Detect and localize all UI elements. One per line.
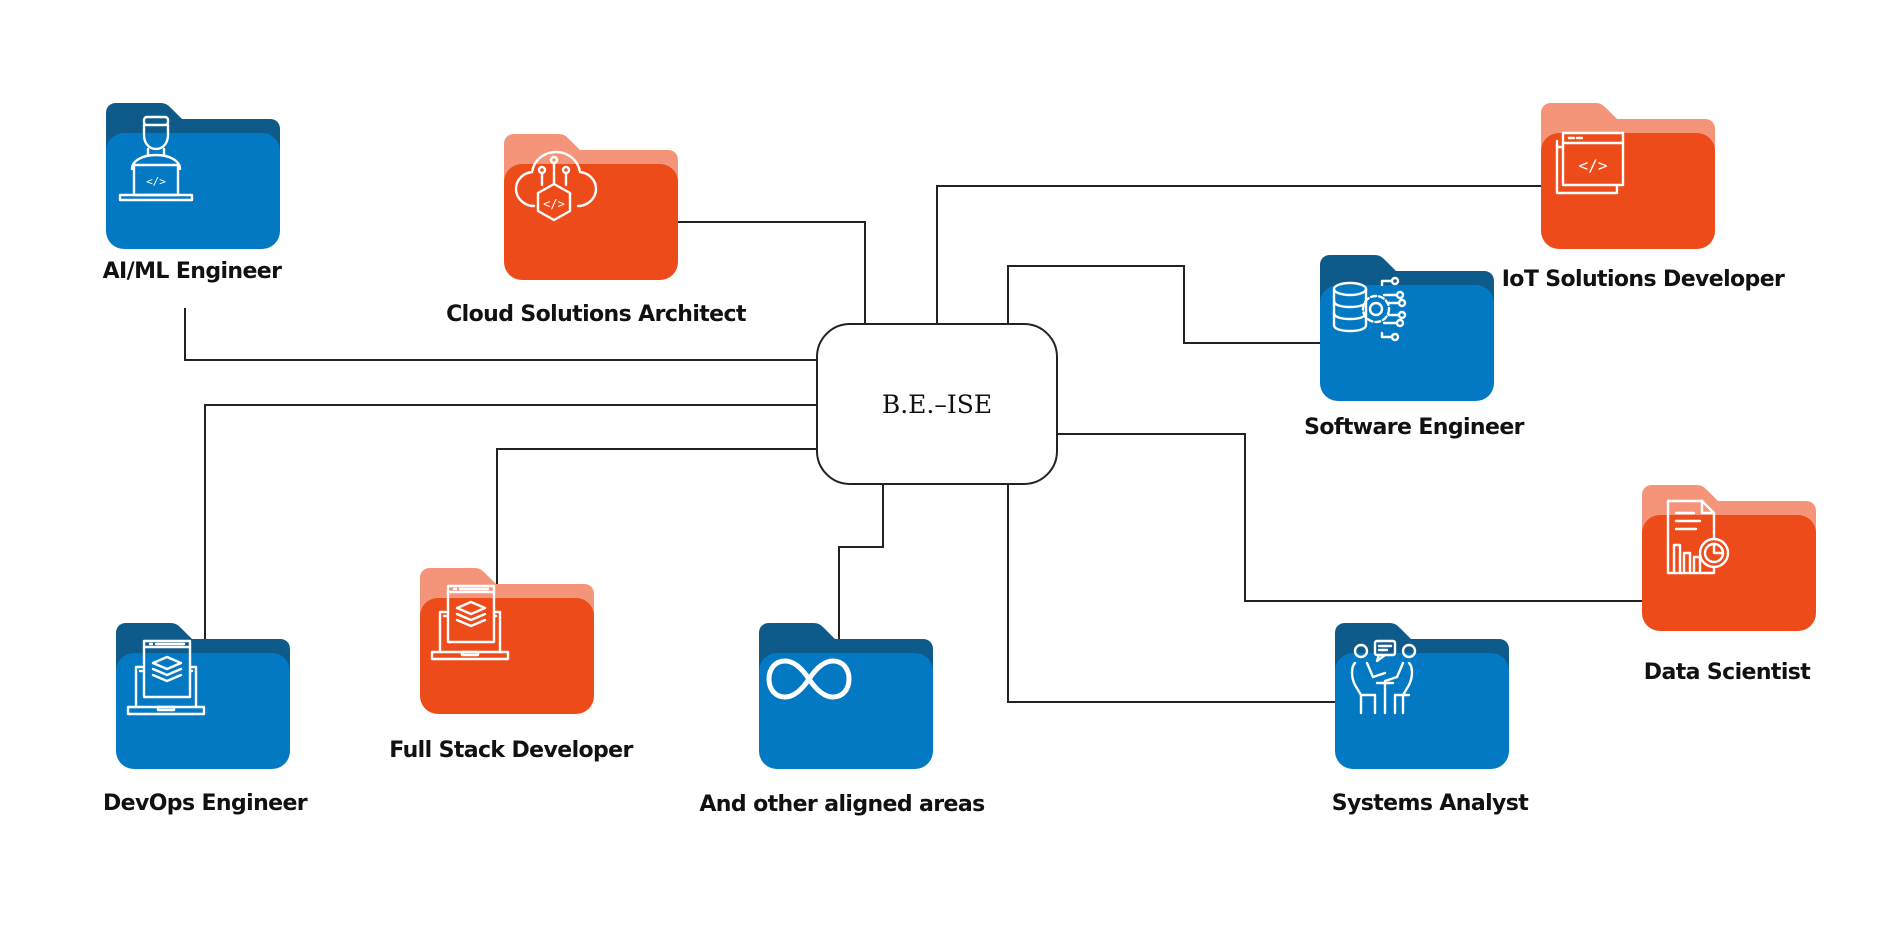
- svg-text:</>: </>: [146, 175, 166, 188]
- infinity-icon: [766, 658, 852, 700]
- connector-other: [838, 483, 884, 652]
- node-ai-ml[interactable]: </>: [106, 103, 280, 249]
- svg-text:</>: </>: [1579, 156, 1608, 175]
- node-devops[interactable]: [116, 623, 290, 769]
- label-systems: Systems Analyst: [1331, 791, 1529, 816]
- developer-laptop-icon: </>: [118, 115, 194, 202]
- folder-icon: [1642, 485, 1816, 631]
- connector-systems: [1007, 483, 1335, 703]
- connector-devops: [204, 404, 816, 652]
- connector-fullstack: [496, 448, 816, 596]
- center-label: B.E.–ISE: [881, 389, 993, 419]
- folder-icon: [504, 134, 678, 280]
- label-devops: DevOps Engineer: [102, 791, 308, 816]
- label-iot: IoT Solutions Developer: [1501, 267, 1785, 292]
- label-software: Software Engineer: [1304, 415, 1524, 440]
- node-fullstack[interactable]: [420, 568, 594, 714]
- label-data: Data Scientist: [1643, 660, 1811, 685]
- laptop-layers-icon: [430, 584, 510, 661]
- connector-cloud: [671, 221, 866, 323]
- node-iot[interactable]: </>: [1541, 103, 1715, 249]
- meeting-icon: [1350, 639, 1417, 715]
- cloud-code-icon: </>: [514, 150, 598, 222]
- connector-software: [1007, 265, 1320, 344]
- label-cloud: Cloud Solutions Architect: [446, 302, 746, 327]
- connector-ai-ml: [184, 308, 816, 361]
- node-systems[interactable]: [1335, 623, 1509, 769]
- node-software[interactable]: [1320, 255, 1494, 401]
- connector-iot: [936, 185, 1541, 323]
- report-chart-icon: [1666, 499, 1730, 575]
- node-cloud[interactable]: </>: [504, 134, 678, 280]
- label-other: And other aligned areas: [699, 792, 985, 817]
- connector-data: [1056, 433, 1642, 602]
- folder-icon: [1541, 103, 1715, 249]
- svg-text:</>: </>: [543, 197, 565, 211]
- label-ai-ml: AI/ML Engineer: [102, 259, 282, 284]
- node-other[interactable]: [759, 623, 933, 769]
- folder-icon: [106, 103, 280, 249]
- label-fullstack: Full Stack Developer: [389, 738, 633, 763]
- laptop-layers-icon: [126, 639, 206, 716]
- node-data[interactable]: [1642, 485, 1816, 631]
- database-gear-icon: [1332, 276, 1407, 342]
- center-node[interactable]: B.E.–ISE: [816, 323, 1058, 485]
- code-window-icon: </>: [1555, 131, 1625, 195]
